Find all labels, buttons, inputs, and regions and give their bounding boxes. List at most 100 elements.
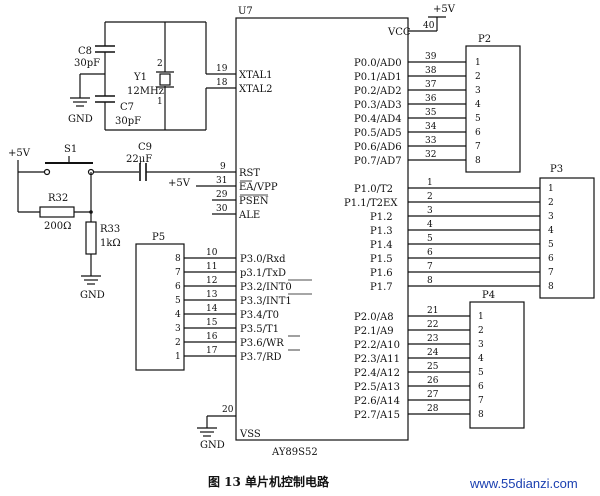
pin-name: EA/VPP [239,182,278,193]
pin-name: XTAL2 [239,84,272,95]
junction [89,210,93,214]
pin-name: P3.3/INT1 [240,296,292,307]
pin-name: P3.2/INT0 [240,282,292,293]
connector-p4-ref: P4 [482,290,495,301]
connector-pin: 8 [475,156,481,166]
r32-val: 200Ω [44,221,71,232]
c7-val: 30pF [115,116,141,127]
mcu-port3-pins: 10 P3.0/Rxd 11 p3.1/TxD 12 P3.2/INT0 13 … [184,248,312,363]
pin-name: P2.1/A9 [354,326,394,337]
mcu-part: AY89S52 [271,447,318,458]
pin-name: P2.0/A8 [354,312,394,323]
pin-num: 25 [427,362,439,372]
pin-name: P2.7/A15 [354,410,400,421]
pin-name: P3.4/T0 [240,310,279,321]
y1-pin: 2 [157,59,163,69]
pin-name: P1.4 [370,240,393,251]
vcc-pin: 40 [423,21,435,31]
pin-name: P0.2/AD2 [354,86,402,97]
pin-name: p3.1/TxD [240,268,286,279]
connector-pin: 2 [548,198,554,208]
pin-name: P0.6/AD6 [354,142,402,153]
mcu-port2-pins: P2.0/A8 21 P2.1/A9 22 P2.2/A10 23 P2.3/A… [354,306,470,421]
pin-num: 17 [206,346,218,356]
connector-pin: 4 [548,226,554,236]
pin-num: 2 [427,192,433,202]
y1-ref: Y1 [133,72,147,83]
connector-pin: 7 [548,268,554,278]
c8-val: 30pF [74,58,100,69]
y1-val: 12MHz [127,86,164,97]
connector-pin: 5 [175,296,181,306]
connector-p3: P3 1 2 3 4 5 6 7 8 [539,164,595,299]
connector-p2-body [465,45,521,173]
pin-num: 9 [220,162,226,172]
pin-num: 16 [206,332,218,342]
figure-caption: 图 13 单片机控制电路 [208,474,330,489]
pin-name: P0.0/AD0 [354,58,402,69]
mcu-left-pins: 19 XTAL1 18 XTAL2 9 RST 31 EA/VPP 29 PSE… [150,64,278,221]
vss-label: VSS [239,429,261,440]
connector-pin: 2 [475,72,481,82]
mcu-u7: U7 AY89S52 VCC 40 +5V VSS 20 GND [197,4,456,458]
pin-num: 28 [427,404,439,414]
connector-pin: 1 [548,184,554,194]
pin-name: P3.0/Rxd [240,254,286,265]
pin-name: P1.2 [370,212,393,223]
connector-pin: 7 [475,142,481,152]
pin-name: ALE [238,210,260,221]
connector-pin: 1 [475,58,481,68]
c9-val: 22μF [126,154,152,165]
connector-pin: 8 [175,254,181,264]
pin-name: P1.5 [370,254,393,265]
resistor-r32 [39,206,75,218]
pin-num: 27 [427,390,439,400]
pin-name: P0.4/AD4 [354,114,402,125]
pin-num: 31 [216,176,227,186]
pin-name: P2.3/A11 [354,354,400,365]
connector-pin: 2 [175,338,181,348]
connector-pin: 1 [478,312,484,322]
connector-pin: 7 [478,396,484,406]
connector-pin: 8 [548,282,554,292]
connector-pin: 2 [478,326,484,336]
pin-num: 24 [427,348,439,358]
pin-name: P1.7 [370,282,393,293]
pin-num: 26 [427,376,439,386]
pin-num: 11 [206,262,217,272]
y1-pin: 1 [157,97,163,107]
pin-name: P2.4/A12 [354,368,400,379]
pin-num: 18 [216,78,228,88]
pin-num: 12 [206,276,217,286]
connector-p5-ref: P5 [152,232,165,243]
pin-num: 22 [427,320,438,330]
ea-supply-label: +5V [168,178,191,189]
pin-num: 14 [206,304,218,314]
connector-pin: 6 [475,128,481,138]
crystal-y1 [159,73,171,86]
pin-name: P2.5/A13 [354,382,400,393]
pin-num: 19 [216,64,228,74]
pin-num: 29 [216,190,228,200]
connector-pin: 8 [478,410,484,420]
vcc-label: VCC [387,27,411,38]
connector-pin: 3 [475,86,481,96]
connector-pin: 5 [548,240,554,250]
watermark: www.55dianzi.com [469,476,578,491]
pin-num: 13 [206,290,218,300]
mcu-port1-pins: P1.0/T2 1 P1.1/T2EX 2 P1.2 3 P1.3 4 P1.4… [344,178,540,293]
connector-p4: P4 1 2 3 4 5 6 7 8 [469,290,525,429]
connector-pin: 4 [175,310,181,320]
connector-pin: 1 [175,352,181,362]
mcu-body [235,17,409,441]
connector-pin: 3 [548,212,554,222]
connector-pin: 6 [478,382,484,392]
connector-p3-ref: P3 [550,164,563,175]
pin-num: 39 [425,52,437,62]
vcc-supply-label: +5V [433,4,456,15]
r33-val: 1kΩ [100,238,121,249]
connector-p4-body [469,301,525,429]
pin-name: PSEN [239,196,269,207]
reset-circuit: +5V S1 C9 22μF R32 200Ω R33 1kΩ GND [8,142,152,301]
pin-name: XTAL1 [239,70,272,81]
